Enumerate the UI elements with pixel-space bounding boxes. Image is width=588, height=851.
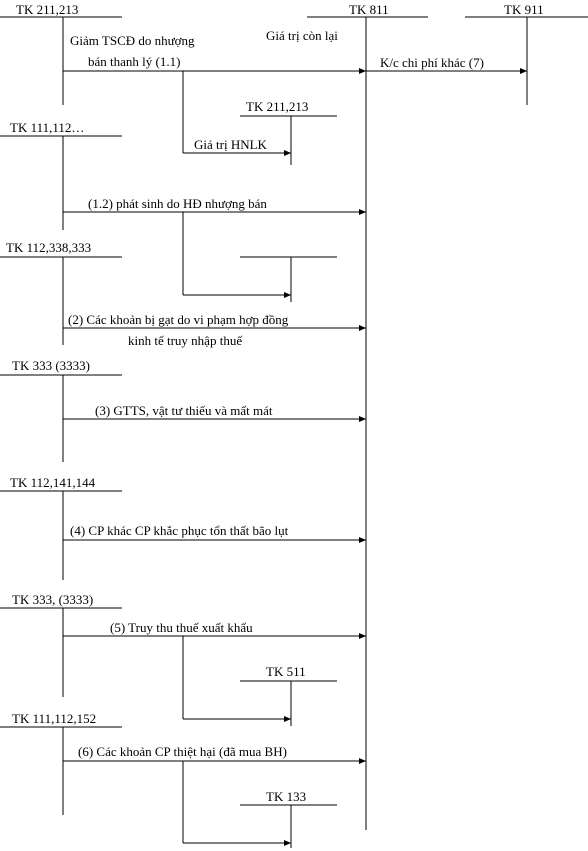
flow-label: (4) CP khác CP khắc phục tổn thất bão lụ… (70, 523, 289, 538)
t-account-111-112-152: TK 111,112,152 (0, 711, 122, 815)
account-label: TK 211,213 (16, 2, 78, 17)
flow-label: kinh tế truy nhập thuế (128, 333, 243, 348)
flow-label: (2) Các khoản bị gạt do vi phạm hợp đồng (68, 312, 289, 327)
t-account-333-3333: TK 333 (3333) (0, 358, 122, 462)
flow-5: (5) Truy thu thuế xuất khẩu (63, 620, 366, 722)
account-label: TK 211,213 (246, 99, 308, 114)
account-label: TK 511 (266, 664, 306, 679)
account-label: TK 112,141,144 (10, 475, 96, 490)
t-account-111-112: TK 111,112… (0, 120, 122, 230)
t-account-211-213-mid: TK 211,213 (240, 99, 337, 165)
account-label: TK 111,112… (10, 120, 84, 135)
account-label: TK 111,112,152 (12, 711, 96, 726)
flow-label: (1.2) phát sinh do HĐ nhượng bán (88, 196, 267, 211)
flow-label: (6) Các khoản CP thiệt hại (đã mua BH) (78, 744, 287, 759)
t-account-511: TK 511 (240, 664, 337, 726)
account-label: TK 333 (3333) (12, 358, 90, 373)
flow-hnlk: Giá trị HNLK (182, 71, 291, 156)
account-label: TK 112,338,333 (6, 240, 91, 255)
flow-6: (6) Các khoản CP thiệt hại (đã mua BH) (63, 744, 366, 846)
t-account-133: TK 133 (240, 789, 337, 848)
t-account-112-338-333: TK 112,338,333 (0, 240, 122, 345)
account-label: TK 133 (266, 789, 306, 804)
flow-label: Giảm TSCĐ do nhượng (70, 33, 195, 48)
account-label: TK 811 (349, 2, 389, 17)
flow-2: (2) Các khoản bị gạt do vi phạm hợp đồng… (63, 312, 366, 348)
flow-label: K/c chi phí khác (7) (380, 55, 484, 70)
flow-label: Giá trị còn lại (266, 28, 338, 43)
flow-1-2: (1.2) phát sinh do HĐ nhượng bán (63, 196, 366, 298)
flow-label: (3) GTTS, vật tư thiếu và mất mát (95, 403, 273, 418)
t-account-333-3333b: TK 333, (3333) (0, 592, 122, 697)
flow-label: Giá trị HNLK (194, 137, 268, 152)
account-label: TK 911 (504, 2, 544, 17)
flow-label: (5) Truy thu thuế xuất khẩu (110, 620, 253, 635)
t-account-911: TK 911 (465, 2, 588, 105)
flow-7: K/c chi phí khác (7) (366, 55, 527, 74)
flow-3: (3) GTTS, vật tư thiếu và mất mát (63, 403, 366, 422)
flow-1-1: Giảm TSCĐ do nhượng bán thanh lý (1.1) G… (63, 28, 366, 74)
t-account-811: TK 811 (307, 2, 428, 830)
t-account-112-141-144: TK 112,141,144 (0, 475, 122, 580)
account-label: TK 333, (3333) (12, 592, 93, 607)
t-account-211-213-top: TK 211,213 (0, 2, 122, 105)
flow-label: bán thanh lý (1.1) (88, 54, 180, 69)
flow-4: (4) CP khác CP khắc phục tổn thất bão lụ… (63, 523, 366, 543)
